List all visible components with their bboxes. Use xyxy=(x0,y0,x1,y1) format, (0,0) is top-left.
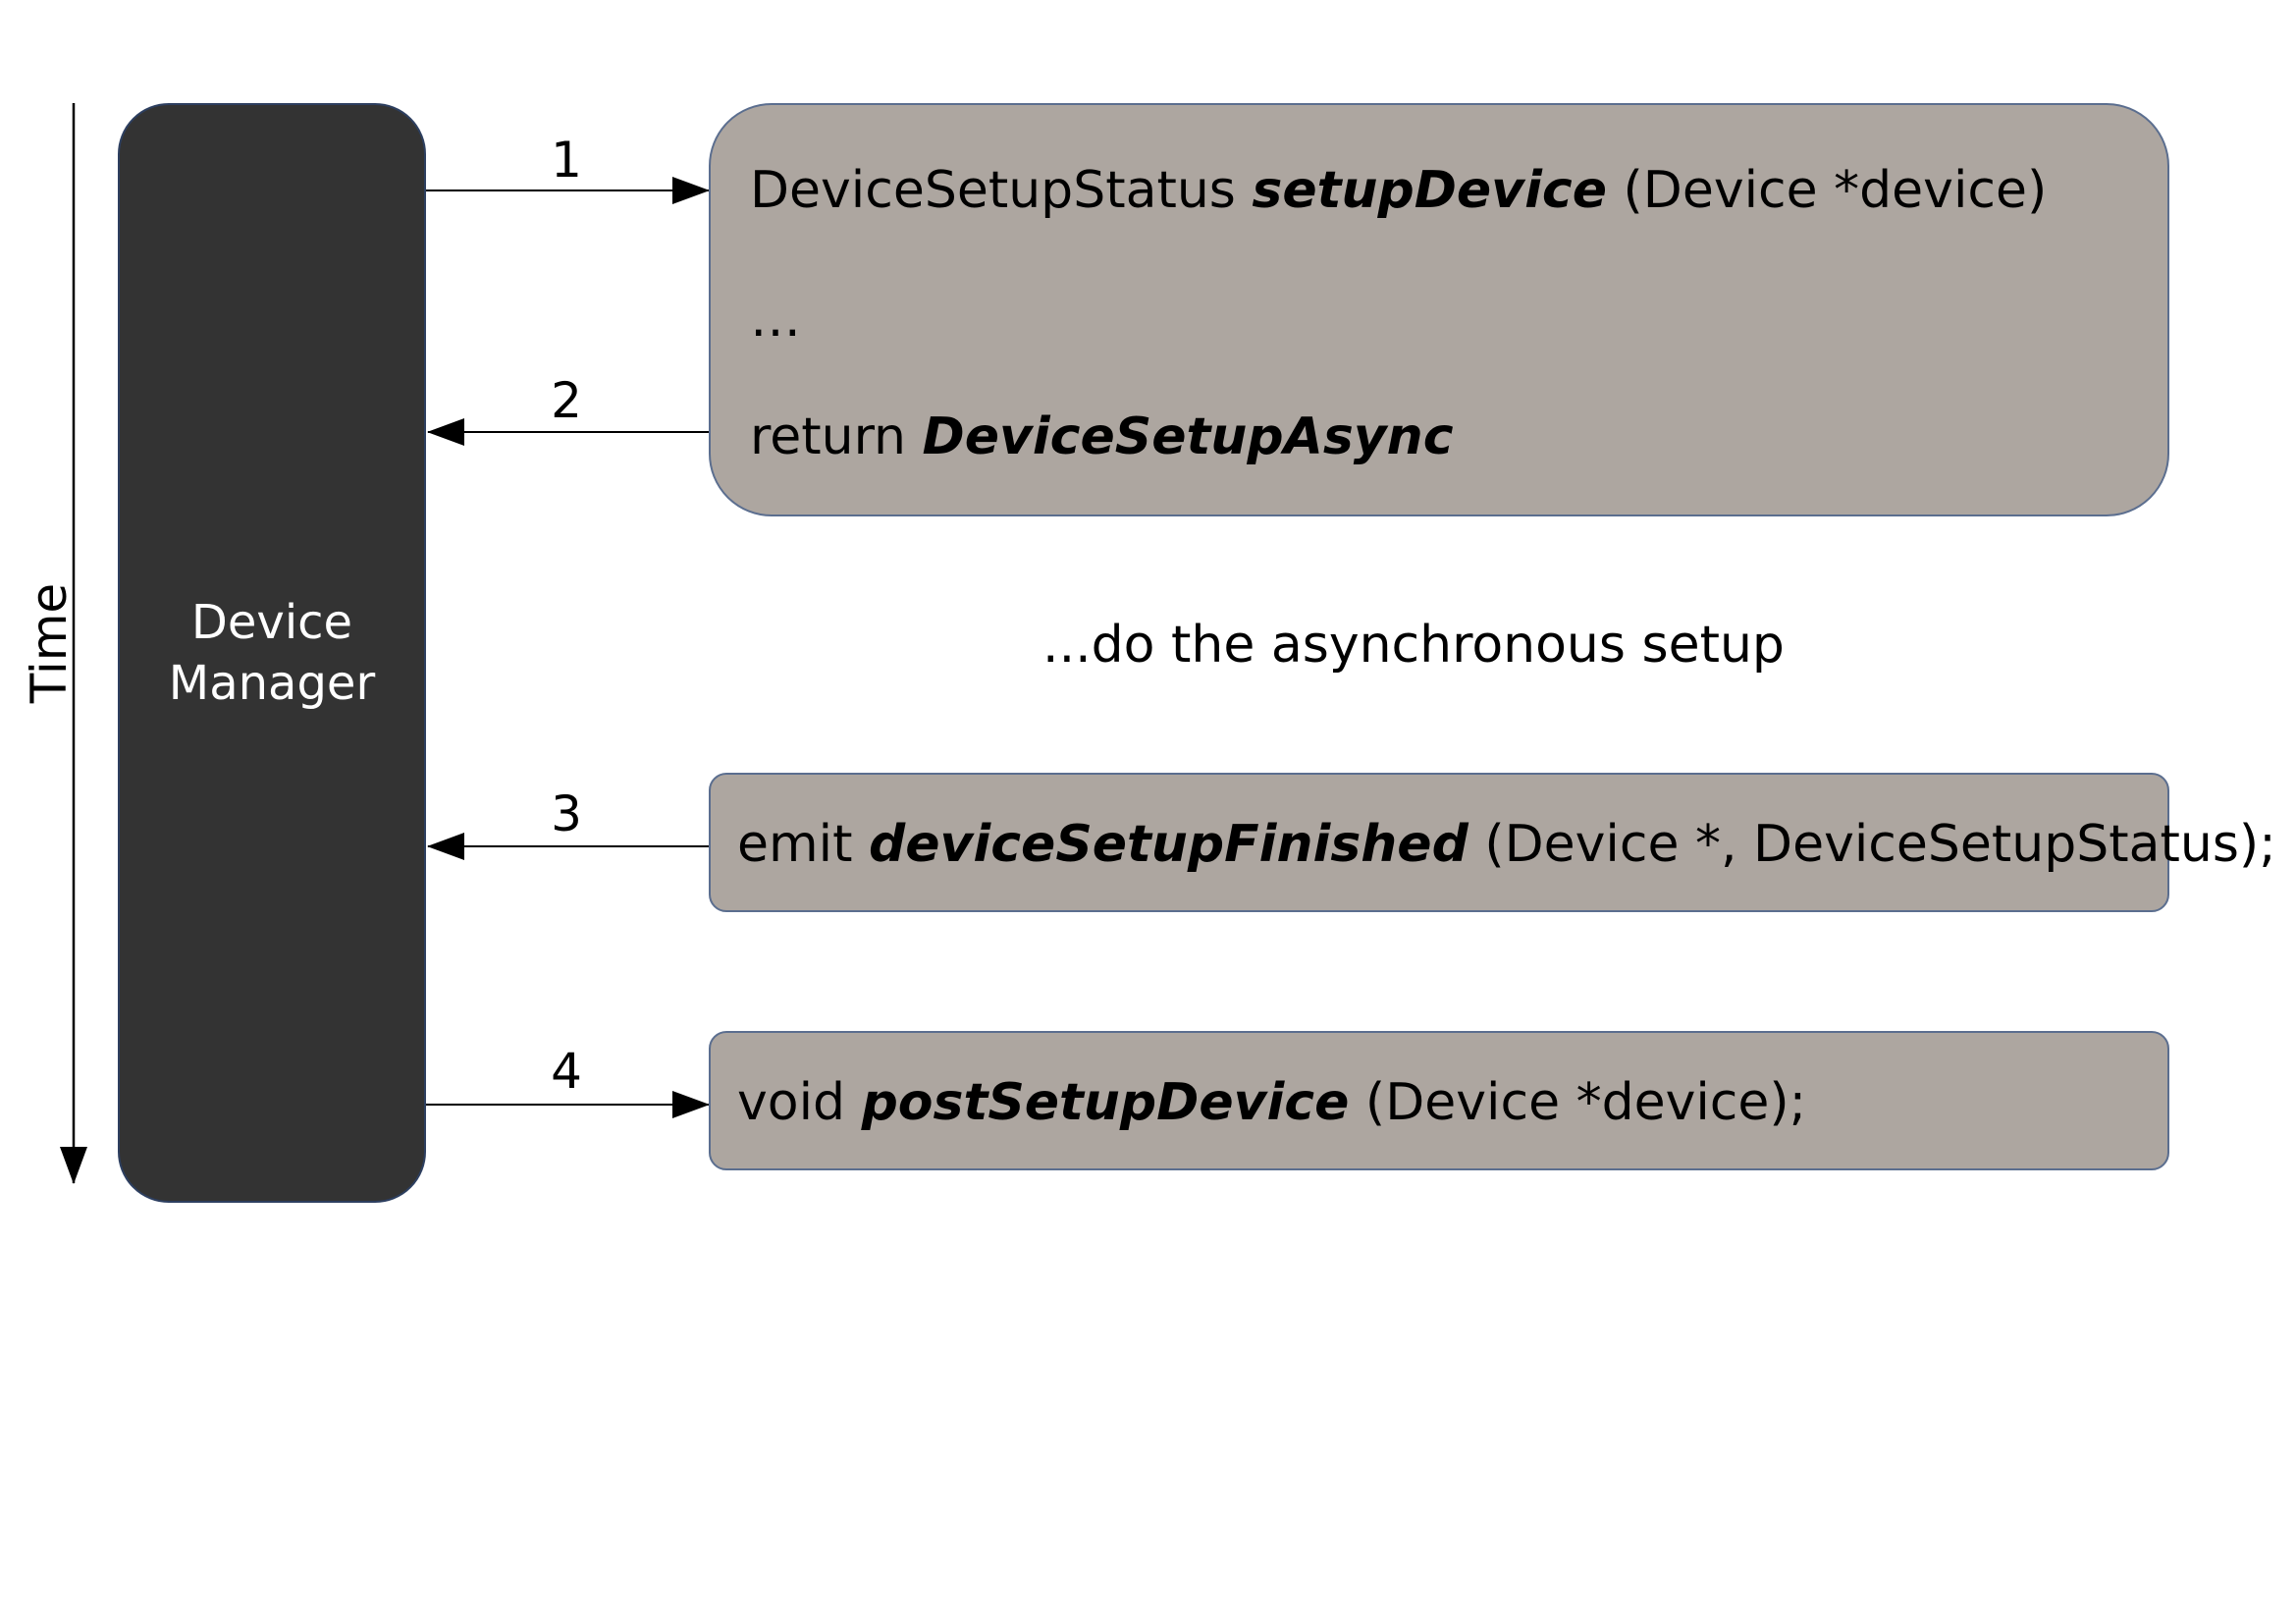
signature-args: (Device *device) xyxy=(1606,161,2048,220)
setup-device-ellipsis: … xyxy=(750,290,801,349)
emit-prefix: emit xyxy=(737,815,870,874)
emit-signal-name: deviceSetupFinished xyxy=(869,815,1468,874)
emit-signal-box: emit deviceSetupFinished (Device *, Devi… xyxy=(709,773,2276,912)
emit-signal-line: emit deviceSetupFinished (Device *, Devi… xyxy=(737,819,2276,870)
step-1-label: 1 xyxy=(551,132,582,189)
post-prefix: void xyxy=(737,1073,862,1132)
device-manager-label: Device Manager xyxy=(168,594,376,711)
post-setup-method: postSetupDevice xyxy=(861,1073,1350,1132)
setup-device-method: setupDevice xyxy=(1252,161,1607,220)
setup-device-box: DeviceSetupStatus setupDevice (Device *d… xyxy=(709,103,2169,516)
emit-args: (Device *, DeviceSetupStatus); xyxy=(1468,815,2276,874)
return-prefix: return xyxy=(750,407,923,466)
step-2-label: 2 xyxy=(551,372,582,429)
signature-prefix: DeviceSetupStatus xyxy=(750,161,1253,220)
post-setup-line: void postSetupDevice (Device *device); xyxy=(737,1077,1806,1128)
time-axis-label: Time xyxy=(21,582,78,704)
post-setup-box: void postSetupDevice (Device *device); xyxy=(709,1031,2169,1170)
step-4-label: 4 xyxy=(551,1043,582,1100)
step-3-label: 3 xyxy=(551,785,582,842)
post-args: (Device *device); xyxy=(1349,1073,1807,1132)
setup-device-signature: DeviceSetupStatus setupDevice (Device *d… xyxy=(750,165,2047,216)
async-setup-note: ...do the asynchronous setup xyxy=(1042,616,1785,675)
return-value: DeviceSetupAsync xyxy=(922,407,1454,466)
device-manager-box: Device Manager xyxy=(118,103,426,1203)
setup-device-return: return DeviceSetupAsync xyxy=(750,411,1454,462)
